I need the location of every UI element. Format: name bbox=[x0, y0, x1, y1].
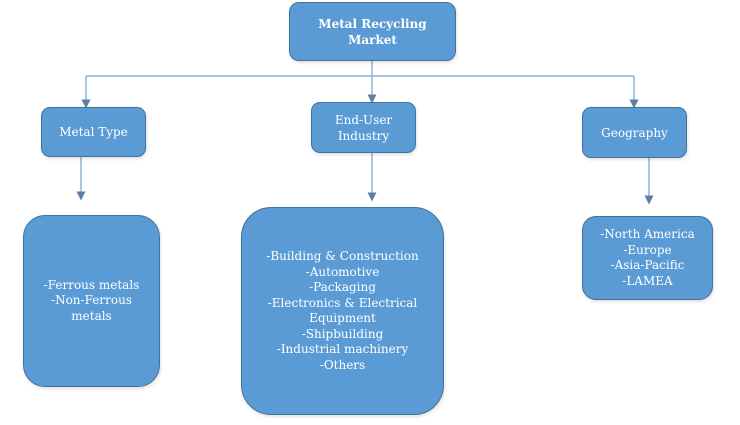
category-label-line-2: Industry bbox=[337, 128, 390, 143]
list-item: -LAMEA bbox=[622, 273, 673, 288]
list-item: -North America bbox=[600, 227, 695, 241]
list-item: -Shipbuilding bbox=[301, 326, 384, 341]
list-item: -Europe bbox=[623, 242, 672, 257]
list-item: -Ferrous metals bbox=[43, 277, 140, 292]
item-list: -Ferrous metals -Non-Ferrous metals bbox=[34, 278, 149, 325]
category-label: Geography bbox=[601, 125, 668, 140]
root-title-line-2: Market bbox=[348, 32, 397, 47]
list-item: -Automotive bbox=[305, 264, 380, 279]
leaf-node-geography: -North America -Europe -Asia-Pacific -LA… bbox=[582, 216, 713, 300]
leaf-node-end-user-industry: -Building & Construction -Automotive -Pa… bbox=[241, 207, 444, 415]
list-item: -Building & Construction bbox=[266, 249, 419, 263]
root-node: Metal Recycling Market bbox=[289, 2, 456, 61]
item-list: -Building & Construction -Automotive -Pa… bbox=[253, 249, 433, 373]
item-list: -North America -Europe -Asia-Pacific -LA… bbox=[600, 227, 694, 289]
category-node-end-user-industry: End-User Industry bbox=[311, 102, 416, 153]
root-title-line-1: Metal Recycling bbox=[318, 16, 427, 31]
category-node-geography: Geography bbox=[582, 107, 687, 158]
list-item: -Electronics & Electrical Equipment bbox=[267, 295, 418, 326]
list-item: -Asia-Pacific bbox=[610, 258, 685, 272]
category-label-line-1: End-User bbox=[334, 112, 393, 127]
list-item: -Non-Ferrous metals bbox=[51, 293, 132, 323]
list-item: -Industrial machinery bbox=[276, 342, 409, 356]
list-item: -Others bbox=[319, 357, 366, 372]
list-item: -Packaging bbox=[309, 280, 376, 294]
category-label: Metal Type bbox=[59, 125, 128, 139]
leaf-node-metal-type: -Ferrous metals -Non-Ferrous metals bbox=[23, 215, 160, 387]
category-node-metal-type: Metal Type bbox=[41, 107, 146, 157]
